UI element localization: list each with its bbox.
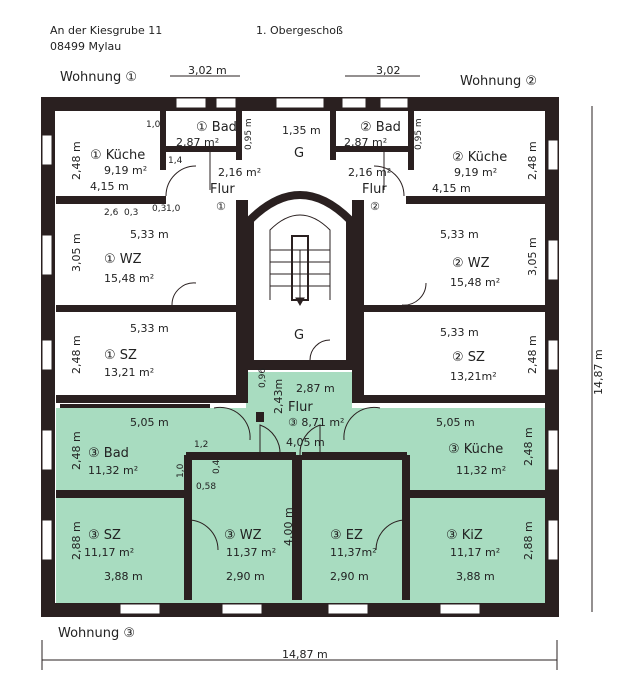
room-flur-3: Flur xyxy=(288,400,313,415)
dim-total-width: 14,87 m xyxy=(282,648,328,661)
area-flur-3: ③ 8,71 m² xyxy=(288,416,345,429)
room-sz-2: ② SZ xyxy=(452,350,485,365)
dim: 2,48 m xyxy=(522,427,535,466)
dim: 1,0 xyxy=(176,463,186,478)
room-wz-1: ① WZ xyxy=(104,252,142,267)
room-g-middle: G xyxy=(294,328,305,343)
apartment-2-label: Wohnung ② xyxy=(460,74,538,89)
area-bad-2: 2,87 m² xyxy=(344,136,388,149)
dim-total-height: 14,87 m xyxy=(592,349,605,395)
dim: 0,95 m xyxy=(244,118,254,150)
dim: 5,33 m xyxy=(130,228,169,241)
dim: 3,88 m xyxy=(104,570,143,583)
dim: 2,48 m xyxy=(70,335,83,374)
room-kueche-1: ① Küche xyxy=(90,148,146,163)
dim: 0,95 m xyxy=(414,118,424,150)
dim: 2,6 xyxy=(104,208,119,218)
apartment-1-label: Wohnung ① xyxy=(60,70,138,85)
room-wz-2: ② WZ xyxy=(452,256,490,271)
room-bad-1: ① Bad xyxy=(196,120,237,135)
dim: 0,4 xyxy=(212,459,222,474)
room-kiz-3: ③ KiZ xyxy=(446,528,483,543)
address-city: 08499 Mylau xyxy=(50,40,122,53)
dim: 5,33 m xyxy=(440,228,479,241)
area-sz-3: 11,17 m² xyxy=(84,546,135,559)
dim: 2,48 m xyxy=(70,431,83,470)
dim: 3,05 m xyxy=(70,233,83,272)
area-sz-2: 13,21m² xyxy=(450,370,497,383)
dim: 1,0 xyxy=(166,204,181,214)
dim: 2,43m xyxy=(272,378,285,414)
dim: 4,15 m xyxy=(90,180,129,193)
dim: 1,4 xyxy=(168,156,183,166)
dim: 2,88 m xyxy=(70,521,83,560)
dim: 4,00 m xyxy=(282,507,295,546)
area-kiz-3: 11,17 m² xyxy=(450,546,501,559)
room-wz-3: ③ WZ xyxy=(224,528,262,543)
staircase xyxy=(246,191,354,360)
dim-top-right: 3,02 xyxy=(376,64,401,77)
area-wz-3: 11,37 m² xyxy=(226,546,277,559)
dimension-lines xyxy=(41,75,593,670)
dim: 2,90 m xyxy=(226,570,265,583)
dim: 2,48 m xyxy=(526,141,539,180)
doors xyxy=(165,150,427,551)
room-g-top: G xyxy=(294,146,305,161)
dim: 2,88 m xyxy=(522,521,535,560)
dim: 4,05 m xyxy=(286,436,325,449)
room-ez-3: ③ EZ xyxy=(330,528,363,543)
dim: 5,05 m xyxy=(436,416,475,429)
flur-1-number: ① xyxy=(216,200,226,213)
floor-title: 1. Obergeschoß xyxy=(256,24,343,37)
dim: 5,05 m xyxy=(130,416,169,429)
dim: 4,15 m xyxy=(432,182,471,195)
dim: 1,0 xyxy=(146,120,161,130)
room-bad-2: ② Bad xyxy=(360,120,401,135)
room-flur-1: Flur xyxy=(210,182,235,197)
room-bad-3: ③ Bad xyxy=(88,446,129,461)
area-kueche-2: 9,19 m² xyxy=(454,166,498,179)
room-kueche-2: ② Küche xyxy=(452,150,508,165)
address-street: An der Kiesgrube 11 xyxy=(50,24,163,37)
area-ez-3: 11,37m² xyxy=(330,546,377,559)
area-bad-1: 2,87 m² xyxy=(176,136,220,149)
apartment-3-label: Wohnung ③ xyxy=(58,626,136,641)
dim: 2,48 m xyxy=(70,141,83,180)
dim: 1,2 xyxy=(194,440,209,450)
dim: 0,96 xyxy=(258,367,268,388)
windows xyxy=(41,97,559,615)
dim: 1,35 m xyxy=(282,124,321,137)
dim: 3,05 m xyxy=(526,237,539,276)
room-sz-3: ③ SZ xyxy=(88,528,121,543)
dim-top-left: 3,02 m xyxy=(188,64,227,77)
dim: 5,33 m xyxy=(440,326,479,339)
dim: 5,33 m xyxy=(130,322,169,335)
dim: 2,87 m xyxy=(296,382,335,395)
area-sz-1: 13,21 m² xyxy=(104,366,155,379)
area-flur-1: 2,16 m² xyxy=(218,166,262,179)
inner-walls xyxy=(56,110,546,600)
dim: 0,3 xyxy=(152,204,167,214)
dim: 3,88 m xyxy=(456,570,495,583)
dim: 0,58 xyxy=(196,482,217,492)
area-wz-2: 15,48 m² xyxy=(450,276,501,289)
area-flur-2: 2,16 m² xyxy=(348,166,392,179)
dim: 0,3 xyxy=(124,208,139,218)
area-kueche-1: 9,19 m² xyxy=(104,164,148,177)
area-bad-3: 11,32 m² xyxy=(88,464,139,477)
room-kueche-3: ③ Küche xyxy=(448,442,504,457)
area-wz-1: 15,48 m² xyxy=(104,272,155,285)
area-kueche-3: 11,32 m² xyxy=(456,464,507,477)
flur-2-number: ② xyxy=(370,200,380,213)
dim: 2,48 m xyxy=(526,335,539,374)
dim: 2,90 m xyxy=(330,570,369,583)
room-sz-1: ① SZ xyxy=(104,348,137,363)
room-flur-2: Flur xyxy=(362,182,387,197)
